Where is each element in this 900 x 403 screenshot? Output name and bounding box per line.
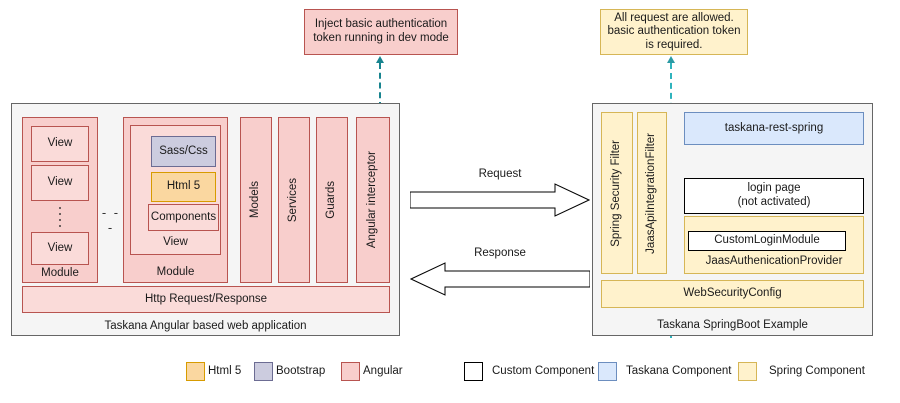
note-spring-filter-text: All request are allowed. basic authentic… <box>607 11 741 51</box>
module-b-label-text: Module <box>156 266 195 279</box>
legend-swatch-taskana-component <box>598 362 617 381</box>
legend-swatch-custom-component <box>464 362 483 381</box>
legend-label-bootstrap-text: Bootstrap <box>276 365 326 377</box>
request-arrow-label-text: Request <box>478 168 522 180</box>
vertical-dots-icon <box>59 207 61 227</box>
column-angular-interceptor[interactable]: Angular interceptor <box>356 117 390 283</box>
module-a-view-2-label: View <box>47 176 73 189</box>
login-page-line2: (not activated) <box>737 196 811 208</box>
login-page[interactable]: login page (not activated) <box>684 178 864 214</box>
spring-security-filter[interactable]: Spring Security Filter <box>601 112 633 274</box>
module-a-view-1-label: View <box>47 137 73 150</box>
web-security-config-label: WebSecurityConfig <box>683 287 782 300</box>
legend-label-angular: Angular <box>363 365 403 377</box>
legend-label-custom-component: Custom Component <box>492 365 594 377</box>
column-services-label: Services <box>287 177 300 223</box>
module-a-vertical-ellipsis <box>31 203 89 231</box>
module-a-label-text: Module <box>41 267 79 280</box>
request-arrow-label: Request <box>420 168 580 180</box>
left-panel-caption-text: Taskana Angular based web application <box>104 320 307 333</box>
module-b-sass-css-label: Sass/Css <box>159 144 208 157</box>
legend-label-spring-component-text: Spring Component <box>769 365 865 377</box>
legend-swatch-html5 <box>186 362 205 381</box>
connector-arrowhead-angular <box>376 56 384 63</box>
right-panel-caption: Taskana SpringBoot Example <box>592 317 873 335</box>
modules-ellipsis: - - - <box>98 205 124 235</box>
module-b-label: Module <box>123 264 228 282</box>
legend-swatch-spring-component <box>738 362 757 381</box>
connector-line-angular <box>379 63 381 108</box>
jaas-authentication-provider-label: JaasAuthenicationProvider <box>684 253 864 271</box>
request-arrow <box>410 183 590 217</box>
legend-label-html5: Html 5 <box>208 365 241 377</box>
module-b-html5-label: Html 5 <box>166 180 201 193</box>
module-b-components[interactable]: Components <box>148 204 219 231</box>
web-security-config[interactable]: WebSecurityConfig <box>601 280 864 308</box>
legend-label-html5-text: Html 5 <box>208 365 242 377</box>
column-models-label: Models <box>249 181 262 219</box>
column-guards[interactable]: Guards <box>316 117 348 283</box>
taskana-rest-spring-label: taskana-rest-spring <box>724 121 824 134</box>
custom-login-module-label: CustomLoginModule <box>714 234 820 247</box>
jaas-api-integration-filter-label: JaasApiIntegrationFilter <box>645 132 658 254</box>
legend-swatch-bootstrap <box>254 362 273 381</box>
module-a-view-3-label: View <box>47 241 73 254</box>
note-angular-interceptor-text: Inject basic authentication token runnin… <box>313 18 449 44</box>
response-arrow-label-text: Response <box>474 247 526 259</box>
right-panel-caption-text: Taskana SpringBoot Example <box>657 319 808 332</box>
module-b-sass-css[interactable]: Sass/Css <box>151 136 216 167</box>
jaas-api-integration-filter[interactable]: JaasApiIntegrationFilter <box>637 112 667 274</box>
module-a-view-3[interactable]: View <box>31 232 89 265</box>
spring-security-filter-label: Spring Security Filter <box>610 139 623 247</box>
taskana-rest-spring[interactable]: taskana-rest-spring <box>684 112 864 145</box>
column-angular-interceptor-label: Angular interceptor <box>366 151 379 249</box>
left-panel-caption: Taskana Angular based web application <box>11 318 400 336</box>
module-b-view-label-text: View <box>163 236 188 249</box>
column-services[interactable]: Services <box>278 117 310 283</box>
module-b-html5[interactable]: Html 5 <box>151 172 216 202</box>
legend-swatch-angular <box>341 362 360 381</box>
response-arrow <box>410 262 590 296</box>
column-models[interactable]: Models <box>240 117 272 283</box>
legend-label-spring-component: Spring Component <box>769 365 865 377</box>
legend-label-taskana-component: Taskana Component <box>626 365 731 377</box>
response-arrow-label: Response <box>420 247 580 259</box>
module-b-components-label: Components <box>150 210 217 223</box>
note-spring-filter: All request are allowed. basic authentic… <box>600 9 748 55</box>
connector-arrowhead-spring <box>667 56 675 63</box>
module-b-view-label: View <box>130 233 221 253</box>
custom-login-module[interactable]: CustomLoginModule <box>688 231 846 251</box>
legend-label-bootstrap: Bootstrap <box>276 365 325 377</box>
module-a-label: Module <box>22 265 98 283</box>
legend-label-taskana-component-text: Taskana Component <box>626 365 732 377</box>
module-a-view-2[interactable]: View <box>31 165 89 201</box>
login-page-line1: login page <box>747 182 801 195</box>
column-guards-label: Guards <box>325 181 338 219</box>
http-request-response-label: Http Request/Response <box>144 292 268 305</box>
modules-ellipsis-text: - - - <box>101 204 121 235</box>
jaas-authentication-provider-label-text: JaasAuthenicationProvider <box>705 255 843 268</box>
legend-label-angular-text: Angular <box>363 365 403 377</box>
module-a-view-1[interactable]: View <box>31 126 89 162</box>
note-angular-interceptor: Inject basic authentication token runnin… <box>304 9 458 55</box>
legend-label-custom-component-text: Custom Component <box>492 365 595 377</box>
http-request-response-bar[interactable]: Http Request/Response <box>22 286 390 313</box>
